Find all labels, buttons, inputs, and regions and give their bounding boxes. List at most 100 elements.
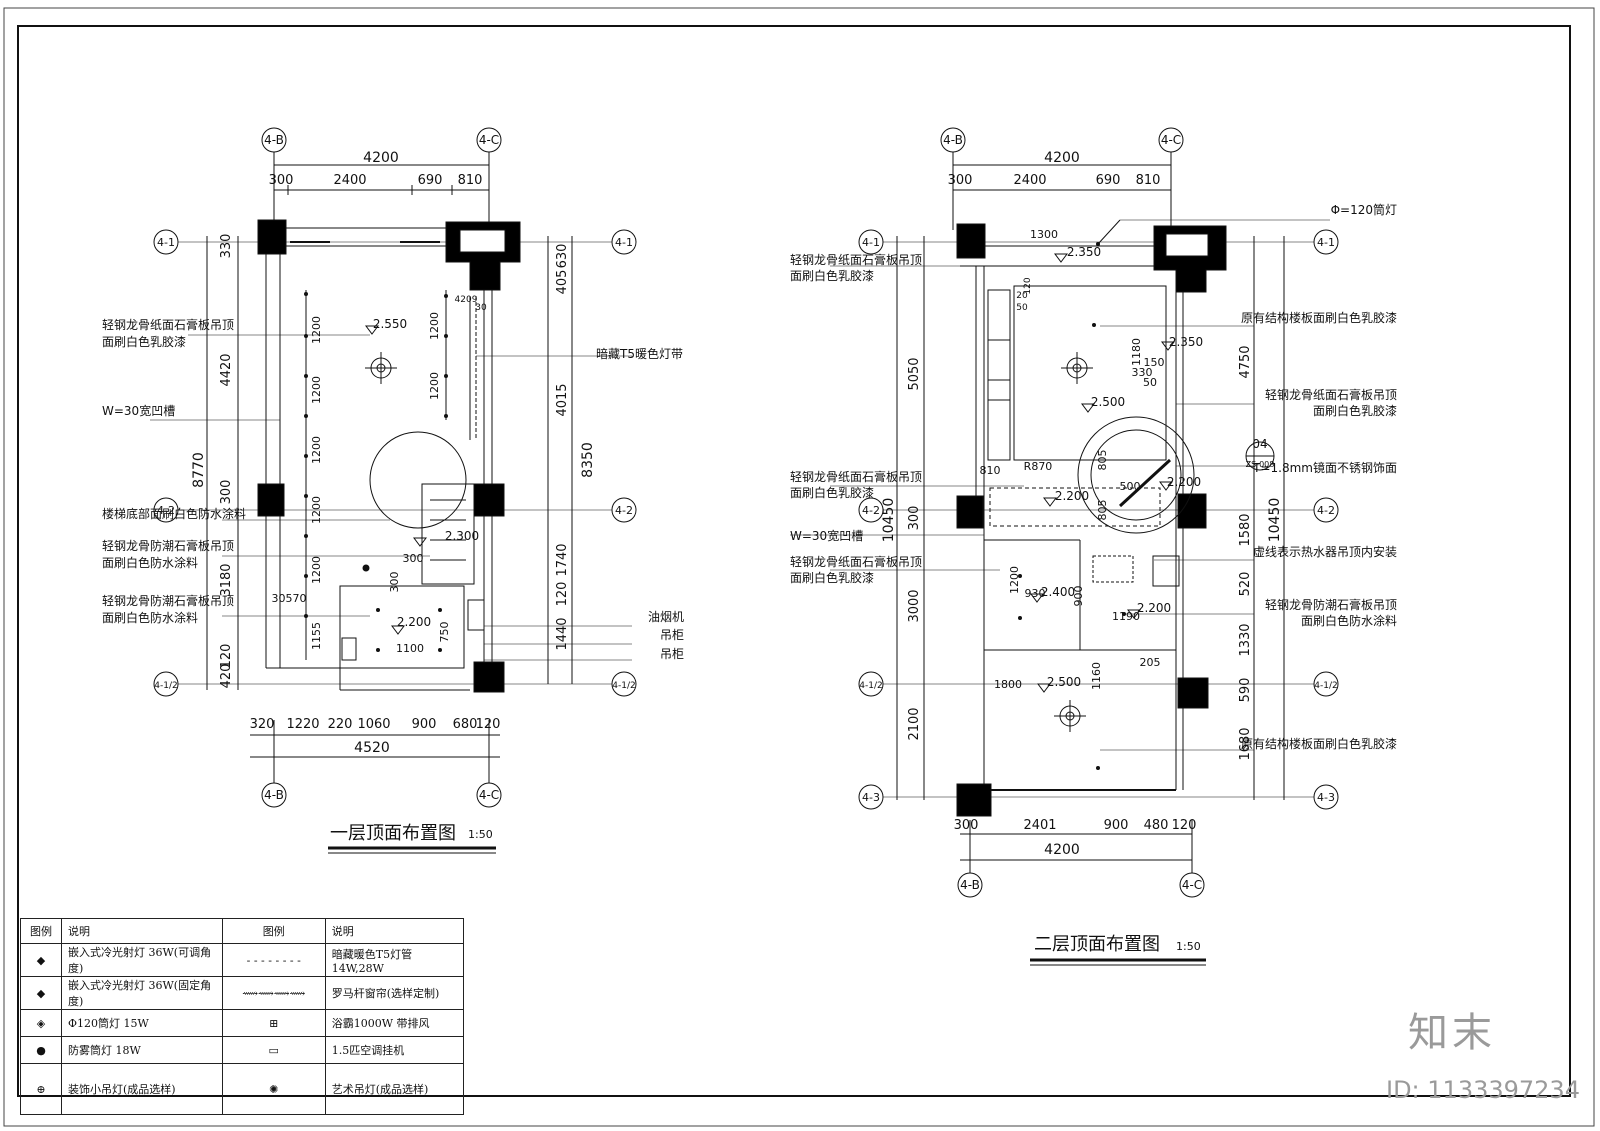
plan2-inner-17: 20 (1016, 291, 1028, 301)
plan1-dim-left-5: 120 (219, 644, 234, 669)
plan2-inner-11: 930 (1025, 587, 1046, 600)
pendant-lamp-icon: ⊕ (20, 1063, 62, 1115)
plan2-axis-4c: 4-C (1161, 133, 1181, 147)
legend-table: 图例 说明 图例 说明 ◆ 嵌入式冷光射灯 36W(可调角度) - - - - … (20, 918, 465, 1115)
plan1-axis-4c: 4-C (479, 133, 499, 147)
plan2-dim-right-0: 4750 (1238, 345, 1253, 378)
plan2-inner-7: 805 (1096, 450, 1109, 471)
legend-header-desc-1: 说明 (61, 918, 223, 944)
plan2-note-left-0-line2: 面刷白色乳胶漆 (790, 268, 874, 283)
plan2-axis-4-2-right: 4-2 (1317, 504, 1335, 517)
plan1-note-3-line1: 轻钢龙骨防潮石膏板吊顶 (102, 538, 234, 553)
dashed-line-icon: - - - - - - - - (221, 943, 326, 977)
plan2-level-5: 2.400 (1041, 585, 1075, 599)
plan1-inner-9: 300 (388, 572, 401, 593)
plan2-inner-15: 1800 (994, 678, 1022, 691)
plan2-note-left-1-line1: 轻钢龙骨纸面石膏板吊顶 (790, 469, 922, 484)
plan2-note-left-0-line1: 轻钢龙骨纸面石膏板吊顶 (790, 252, 922, 267)
plan1-note-right-3: 吊柜 (660, 647, 684, 661)
plan2-inner-12: 900 (1072, 586, 1085, 607)
plan1-dim-bottom-5: 680 (453, 717, 478, 732)
plan1-inner-3: 1200 (310, 496, 323, 524)
plan1-note-2: 楼梯底部面刷白色防水涂料 (102, 506, 246, 521)
plan1-inner-0: 1200 (310, 316, 323, 344)
plan2-dim-right-1: 1580 (1238, 513, 1253, 546)
plan1-dim-bottom-2: 220 (328, 717, 353, 732)
legend-row-4-right: 艺术吊灯(成品选样) (324, 1063, 465, 1115)
plan1-dim-left-0: 330 (219, 234, 234, 259)
plan2-note-right-1: 原有结构楼板面刷白色乳胶漆 (1241, 310, 1397, 325)
plan2-dim-right-total: 10450 (1267, 498, 1283, 543)
plan-2-labels: 4-B 4-C 4-B 4-C 4-1 4-2 4-1/2 4-3 4-1 4-… (859, 133, 1337, 892)
legend-row-2-left: Φ120筒灯 15W (61, 1009, 223, 1037)
plan1-dim-bottom-3: 1060 (357, 717, 390, 732)
plan1-inner-12: 30570 (272, 592, 307, 605)
plan2-inner-16: 1160 (1090, 662, 1103, 690)
plan1-level-0: 2.550 (373, 317, 407, 331)
plan2-dim-bottom-2: 900 (1104, 818, 1129, 833)
plan2-level-0: 2.350 (1067, 245, 1101, 259)
plan2-note-right-5-line2: 面刷白色防水涂料 (1301, 613, 1397, 628)
plan1-dim-left-2: 300 (219, 480, 234, 505)
plan2-inner-9: 500 (1120, 480, 1141, 493)
plan1-dim-left-3: 3180 (219, 563, 234, 596)
plan2-inner-1: 1180 (1130, 338, 1143, 366)
plan1-dim-bottom-total: 4520 (354, 740, 390, 756)
plan1-dim-top-1: 2400 (333, 173, 366, 188)
legend-header-symbol-2: 图例 (221, 918, 326, 944)
plan-1-labels: 4-B 4-C 4-B 4-C 4-1 4-2 4-1/2 4-1 4-2 4-… (154, 133, 635, 802)
plan1-inner-8: 300 (403, 552, 424, 565)
plan1-dim-right-0: 630 (555, 244, 570, 269)
plan2-inner-3: 330 (1132, 366, 1153, 379)
plan1-level-2: 2.200 (397, 615, 431, 629)
legend-row-1-right: 罗马杆窗帘(选样定制) (324, 976, 465, 1010)
plan1-inner-14: 30 (475, 303, 487, 313)
curtain-rod-icon: ⟿⟿⟿⟿ (221, 976, 326, 1010)
plan1-note-right-1: 油烟机 (648, 610, 684, 624)
brand-logo: 知末 (1408, 1010, 1496, 1056)
plan2-dim-left-2: 3000 (907, 589, 922, 622)
plan1-axis-4-1-right: 4-1 (615, 236, 633, 249)
air-conditioner-icon: ▭ (221, 1036, 326, 1064)
plan2-level-1: 2.350 (1169, 335, 1203, 349)
plan2-axis-4-3-right: 4-3 (1317, 791, 1335, 804)
plan1-dim-right-2: 4015 (555, 383, 570, 416)
plan2-axis-4c-bottom: 4-C (1182, 878, 1202, 892)
plan2-inner-5: 810 (980, 464, 1001, 477)
plan-1-ceiling-layout (150, 127, 637, 808)
plan2-note-right-3: T=1.8mm镜面不锈钢饰面 (1252, 460, 1397, 475)
plan2-axis-4-3-left: 4-3 (862, 791, 880, 804)
plan2-note-left-3-line1: 轻钢龙骨纸面石膏板吊顶 (790, 554, 922, 569)
downlight-icon: ◈ (20, 1009, 62, 1037)
plan2-axis-4b: 4-B (943, 133, 963, 147)
plan2-dim-top-0: 300 (948, 173, 973, 188)
legend-row-3-left: 防雾筒灯 18W (61, 1036, 223, 1064)
plan1-note-right-0: 暗藏T5暖色灯带 (596, 346, 683, 361)
plan1-dim-bottom-6: 120 (476, 717, 501, 732)
plan1-dim-right-total: 8350 (580, 442, 596, 478)
chandelier-icon: ✺ (221, 1063, 326, 1115)
plan2-note-right-0: Φ=120筒灯 (1331, 202, 1397, 217)
plan2-detail-ref: ZS-008 (1246, 460, 1275, 469)
plan1-dim-left-1: 4420 (219, 353, 234, 386)
plan1-dim-bottom-4: 900 (412, 717, 437, 732)
plan2-scale: 1:50 (1176, 940, 1201, 953)
plan2-dim-bottom-4: 120 (1172, 818, 1197, 833)
plan2-dim-left-0: 5050 (907, 357, 922, 390)
legend-row-2-right: 浴霸1000W 带排风 (324, 1009, 465, 1037)
legend-header-symbol-1: 图例 (20, 918, 62, 944)
plan2-note-right-5-line1: 轻钢龙骨防潮石膏板吊顶 (1265, 597, 1397, 612)
plan1-axis-4b: 4-B (264, 133, 284, 147)
plan1-inner-1: 1200 (310, 376, 323, 404)
plan2-inner-18: 50 (1016, 303, 1028, 313)
plan1-inner-13: 4209 (455, 295, 478, 305)
plan2-inner-14: 205 (1140, 656, 1161, 669)
plan2-dim-left-total: 10450 (881, 498, 897, 543)
plan2-dim-right-3: 1330 (1238, 623, 1253, 656)
plan2-note-left-3-line2: 面刷白色乳胶漆 (790, 570, 874, 585)
plan1-dim-right-4: 120 (555, 582, 570, 607)
plan1-title: 一层顶面布置图 (330, 823, 456, 844)
plan2-axis-4-12-left: 4-1/2 (859, 681, 882, 691)
plan1-note-4-line2: 面刷白色防水涂料 (102, 610, 198, 625)
